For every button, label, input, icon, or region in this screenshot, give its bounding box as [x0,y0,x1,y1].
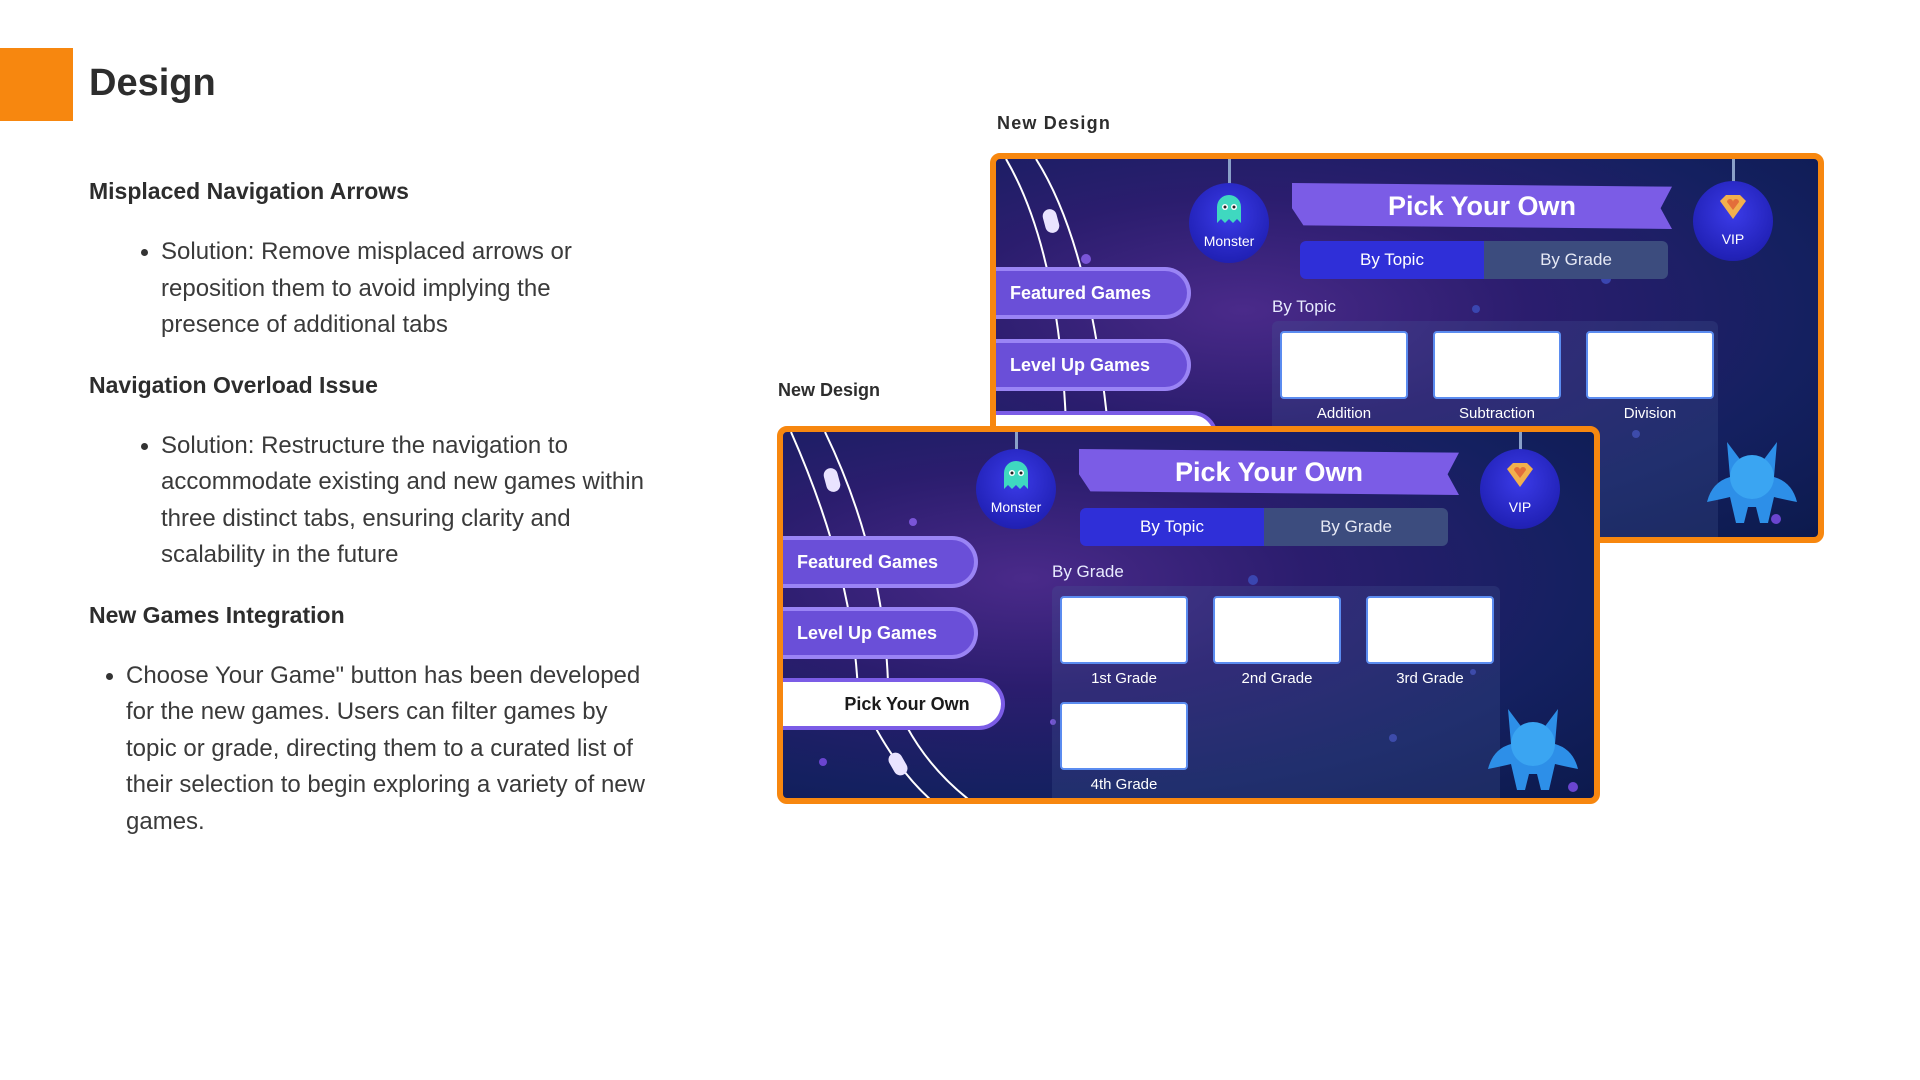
filter-label: By Topic [1272,297,1336,316]
game-tile[interactable] [1060,596,1188,664]
mascot-character [1707,442,1797,523]
tile-caption: 3rd Grade [1396,670,1464,687]
pick-your-own-banner: Pick Your Own [1079,449,1459,495]
tab-by-grade[interactable]: By Grade [1264,508,1448,546]
nav-pick-your-own[interactable]: Pick Your Own [783,678,1005,730]
nav-featured-games[interactable]: Featured Games [996,267,1191,319]
nav-level-up-games[interactable]: Level Up Games [996,339,1191,391]
bullet-item: Solution: Remove misplaced arrows or rep… [89,234,649,344]
banner-title: Pick Your Own [1387,191,1577,221]
hanging-line [1015,432,1018,456]
monster-icon [1217,195,1241,223]
section-heading: Navigation Overload Issue [89,371,378,398]
monster-medal[interactable]: Monster [1189,183,1269,263]
vip-label: VIP [1721,231,1745,247]
tab-by-topic[interactable]: By Topic [1300,241,1484,279]
banner-title: Pick Your Own [1174,457,1364,487]
vip-heart-icon [1507,463,1533,487]
bullet-item: Choose Your Game" button has been develo… [89,658,649,841]
tile-caption: 4th Grade [1090,776,1158,793]
page-title: Design [89,62,216,104]
bullet-item: Solution: Restructure the navigation to … [89,428,649,574]
tile-caption: 2nd Grade [1241,670,1313,687]
filter-tabs: By Topic By Grade [1300,241,1668,279]
pick-your-own-banner: Pick Your Own [1292,183,1672,229]
mockup-front: Monster Pick Your Own VIP By Topic By Gr… [777,426,1600,804]
filter-tabs: By Topic By Grade [1080,508,1448,546]
tile-caption: Subtraction [1459,405,1535,422]
tile-caption: Division [1623,405,1677,422]
vip-medal[interactable]: VIP [1693,181,1773,261]
tab-by-grade[interactable]: By Grade [1484,241,1668,279]
game-tile[interactable] [1366,596,1494,664]
game-tile[interactable] [1586,331,1714,399]
section-bullets: Solution: Restructure the navigation to … [89,428,649,574]
monster-icon [1004,461,1028,489]
design-notes: Misplaced Navigation Arrows Solution: Re… [89,176,649,866]
vip-medal[interactable]: VIP [1480,449,1560,529]
monster-label: Monster [1203,233,1255,249]
mockup-caption: New Design [778,380,881,400]
filter-label: By Grade [1052,562,1124,581]
game-tile[interactable] [1213,596,1341,664]
vip-heart-icon [1720,195,1746,219]
section-heading: Misplaced Navigation Arrows [89,178,409,204]
section-bullets: Solution: Remove misplaced arrows or rep… [89,234,649,344]
nav-level-up-games[interactable]: Level Up Games [783,607,978,659]
tab-by-topic[interactable]: By Topic [1080,508,1264,546]
section-heading: New Games Integration [89,601,345,628]
accent-block [0,48,73,121]
game-tile[interactable] [1280,331,1408,399]
monster-medal[interactable]: Monster [976,449,1056,529]
hanging-line [1228,159,1231,189]
hanging-line [1519,432,1522,456]
hanging-line [1732,159,1735,189]
nav-featured-games[interactable]: Featured Games [783,536,978,588]
game-tile[interactable] [1433,331,1561,399]
section-bullets: Choose Your Game" button has been develo… [89,658,649,841]
monster-label: Monster [990,499,1042,515]
mascot-character [1488,709,1578,790]
vip-label: VIP [1508,499,1532,515]
mockup-caption: New Design [997,113,1112,133]
tile-caption: Addition [1316,405,1372,422]
game-tile[interactable] [1060,702,1188,770]
tile-caption: 1st Grade [1091,670,1157,687]
